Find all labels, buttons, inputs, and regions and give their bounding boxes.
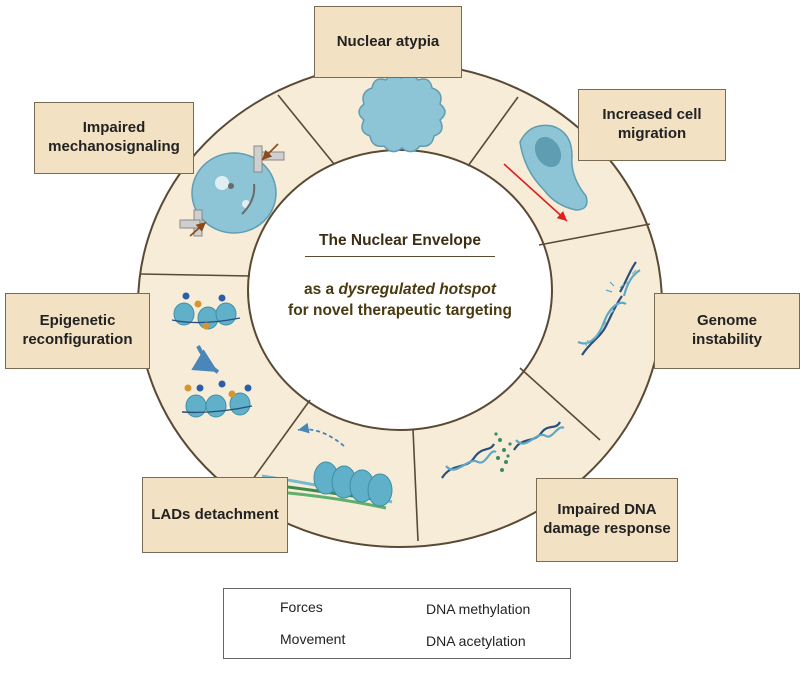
dna-helix-icon: [577, 261, 641, 356]
mechanosignaling-icon: [179, 143, 285, 237]
label-nuclear-atypia: Nuclear atypia: [314, 6, 462, 78]
legend-forces: Forces: [280, 599, 323, 615]
center-divider: [305, 256, 495, 257]
label-lads-detachment: LADs detachment: [142, 477, 288, 553]
label-genome-instability: Genome instability: [654, 293, 800, 369]
center-title: The Nuclear Envelope: [319, 232, 481, 249]
sector-dividers: [139, 94, 651, 542]
legend-acetylation: DNA acetylation: [426, 633, 526, 649]
dna-damage-icon: [441, 421, 565, 479]
label-epigenetic: Epigenetic reconfiguration: [5, 293, 150, 369]
legend-movement: Movement: [280, 631, 346, 647]
legend: Forces Movement DNA methylation DNA acet…: [223, 588, 571, 659]
label-mechanosignaling: Impaired mechanosignaling: [34, 102, 194, 174]
legend-methylation: DNA methylation: [426, 601, 531, 617]
migrating-cell-icon: [503, 124, 588, 222]
label-increased-migration: Increased cell migration: [578, 89, 726, 161]
nuclear-atypia-icon: [358, 73, 446, 153]
label-impaired-dna: Impaired DNA damage response: [536, 478, 678, 562]
epigenetic-icon: [171, 292, 253, 418]
center-subtitle: as a dysregulated hotspot for novel ther…: [288, 281, 512, 319]
